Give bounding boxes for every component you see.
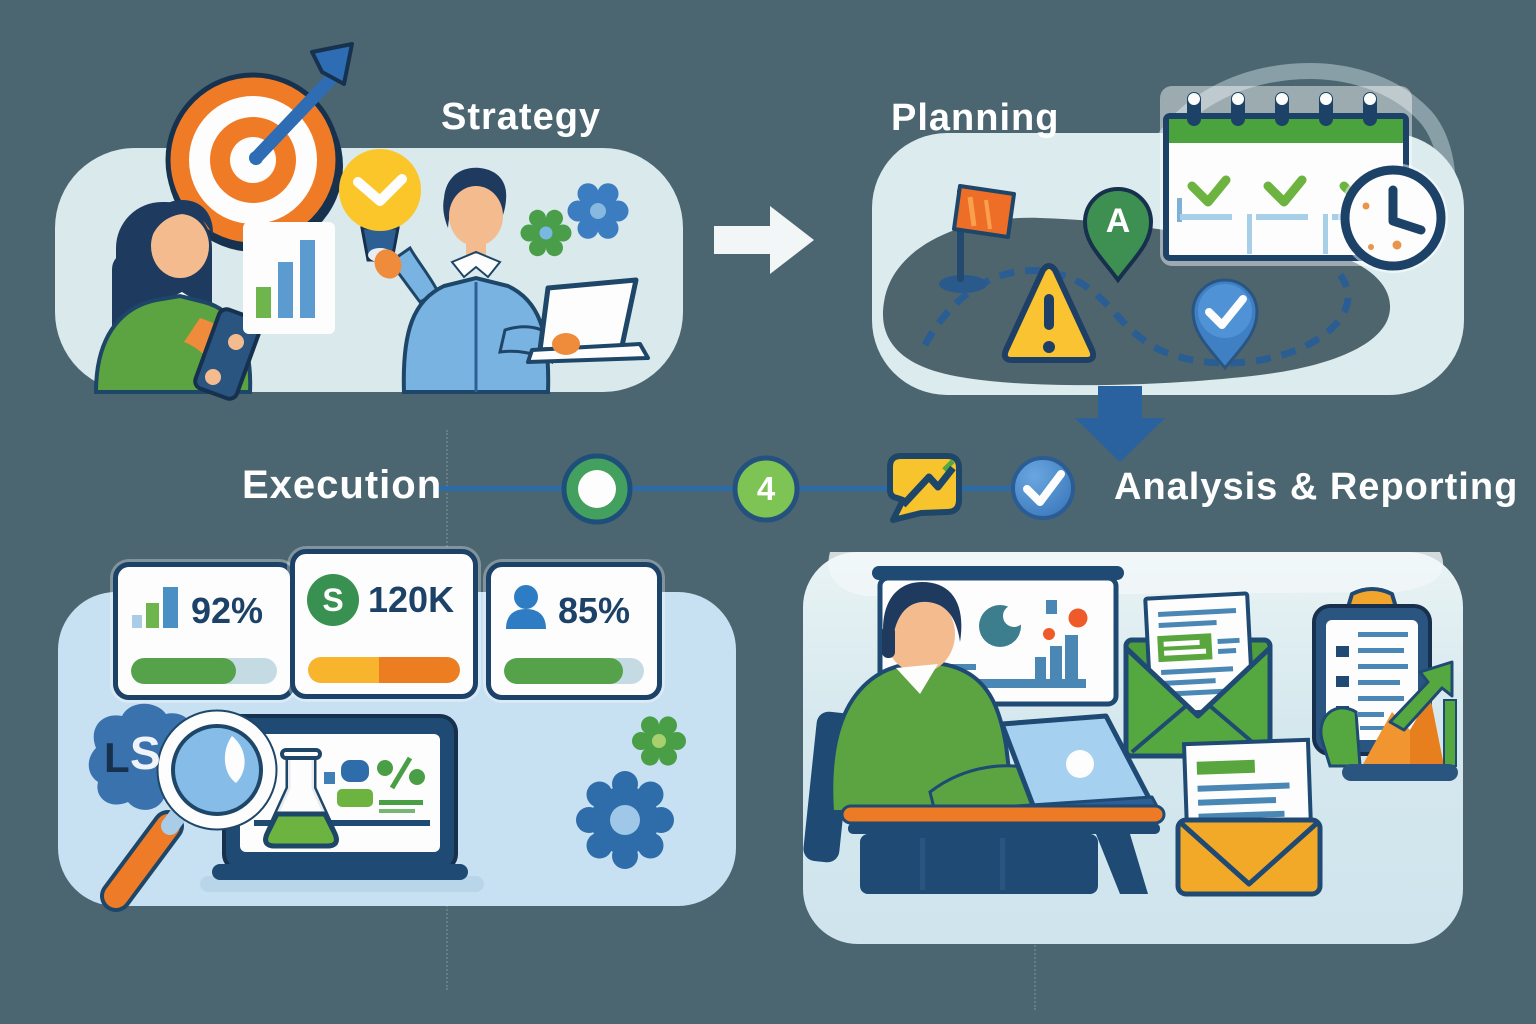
milestone-check-icon — [1011, 456, 1075, 520]
kpi-card-revenue: S 120K — [290, 549, 478, 699]
progress-seg-yellow — [308, 657, 380, 683]
milestone-number-icon — [732, 455, 800, 523]
kpi-value: 85% — [558, 589, 631, 631]
progress-fill — [504, 658, 623, 684]
user-icon — [503, 583, 549, 638]
progress-bar — [131, 658, 277, 684]
kpi-card-performance: 92% — [113, 562, 295, 700]
gear-green-small-icon — [632, 716, 686, 766]
person-at-desk — [803, 582, 1166, 894]
magnifier-icon — [100, 709, 278, 912]
clock-icon — [1338, 163, 1448, 273]
bar-chart-card-icon — [243, 222, 335, 334]
badge-letter: S — [322, 581, 344, 618]
milestone-flag-icon — [887, 453, 962, 523]
bar-chart-icon — [130, 583, 182, 638]
gear-blue-large-icon — [576, 771, 674, 869]
right-arrow-icon — [714, 206, 814, 274]
laptop-flask-icon — [200, 714, 484, 892]
progress-bar — [308, 657, 460, 683]
woman-with-tablet — [93, 200, 263, 401]
dollar-badge-icon: S — [307, 574, 359, 626]
man-with-laptop — [374, 167, 650, 394]
gear-blue-icon — [567, 183, 629, 239]
kpi-value: 92% — [191, 589, 264, 631]
pie-chart-icon — [979, 605, 1025, 647]
envelope-yellow-icon — [1175, 737, 1323, 897]
down-arrow-icon — [1075, 386, 1165, 462]
desk — [840, 804, 1166, 894]
laptop-icon — [526, 277, 650, 364]
bar-chart-icon — [976, 600, 1086, 688]
flag-icon — [939, 184, 1016, 293]
route-dashed-path — [921, 266, 1352, 367]
milestone-dot-icon — [561, 453, 633, 525]
warning-triangle-icon — [1001, 263, 1097, 363]
location-pin-a-icon — [1082, 187, 1154, 284]
idea-bulb-icon — [339, 149, 421, 262]
flask-icon — [263, 748, 339, 849]
growth-arrow-icon — [1319, 660, 1458, 781]
calendar-rings — [1187, 92, 1377, 126]
progress-seg-orange — [379, 657, 460, 683]
percent-icon — [377, 756, 425, 790]
location-pin-check-icon — [1191, 278, 1259, 371]
timeline — [437, 453, 1075, 525]
kpi-value: 120K — [368, 579, 455, 620]
target-icon — [165, 42, 354, 252]
progress-bar — [504, 658, 644, 684]
kpi-card-audience: 85% — [486, 562, 662, 700]
gear-green-icon — [520, 209, 572, 257]
progress-fill — [131, 658, 237, 684]
envelope-green-icon — [1123, 591, 1273, 759]
